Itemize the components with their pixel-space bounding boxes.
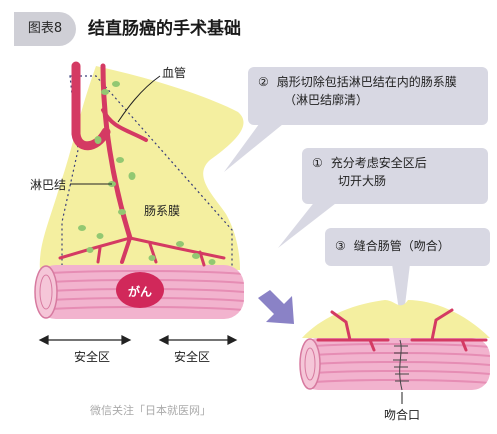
- safe-zone-arrows: [38, 335, 238, 345]
- vessels-after: [316, 308, 488, 352]
- callout-text: 缝合肠管（吻合）: [353, 239, 450, 253]
- callout-text: 扇形切除包括淋巴结在内的肠系膜: [276, 75, 457, 89]
- callout-tail-3: [392, 264, 410, 330]
- lymph-nodes: [78, 81, 216, 265]
- label-anastomosis-site: 吻合口: [384, 408, 421, 422]
- callout-cut-intestine: ① 充分考虑安全区后 切开大肠: [302, 148, 488, 204]
- label-cancer: がん: [127, 285, 152, 299]
- mesentery-shape: [39, 66, 244, 270]
- callout-subtext: 切开大肠: [338, 174, 387, 188]
- suture-line: [393, 339, 409, 391]
- callout-number: ③: [335, 239, 346, 253]
- callout-text: 充分考虑安全区后: [330, 156, 427, 170]
- label-mesentery: 肠系膜: [144, 204, 181, 218]
- callout-anastomosis: ③ 缝合肠管（吻合）: [325, 228, 490, 266]
- process-arrow: [258, 290, 294, 324]
- figure-badge: 图表8: [14, 12, 76, 46]
- callout-number: ①: [312, 156, 323, 170]
- intestine-left-end: [34, 265, 58, 319]
- label-vessel: 血管: [162, 66, 187, 80]
- intestine-right-end: [299, 338, 321, 390]
- mesentery-after: [302, 300, 490, 338]
- figure-title: 结直肠癌的手术基础: [88, 19, 241, 39]
- callout-tail-2: [278, 200, 340, 248]
- callout-number: ②: [258, 75, 269, 89]
- tumor: [116, 272, 164, 308]
- excision-line: [61, 75, 233, 273]
- label-lymph-node: 淋巴结: [30, 178, 67, 192]
- callout-tail-1: [224, 120, 288, 172]
- callout-mesentery-resection: ② 扇形切除包括淋巴结在内的肠系膜 （淋巴结廓清）: [248, 67, 488, 125]
- label-safe-zone-left: 安全区: [74, 350, 111, 364]
- label-safe-zone-right: 安全区: [174, 350, 211, 364]
- intestine-right: [300, 338, 490, 390]
- callout-subtext: （淋巴结廓清）: [284, 93, 369, 107]
- source-watermark: 微信关注「日本就医网」: [90, 404, 211, 417]
